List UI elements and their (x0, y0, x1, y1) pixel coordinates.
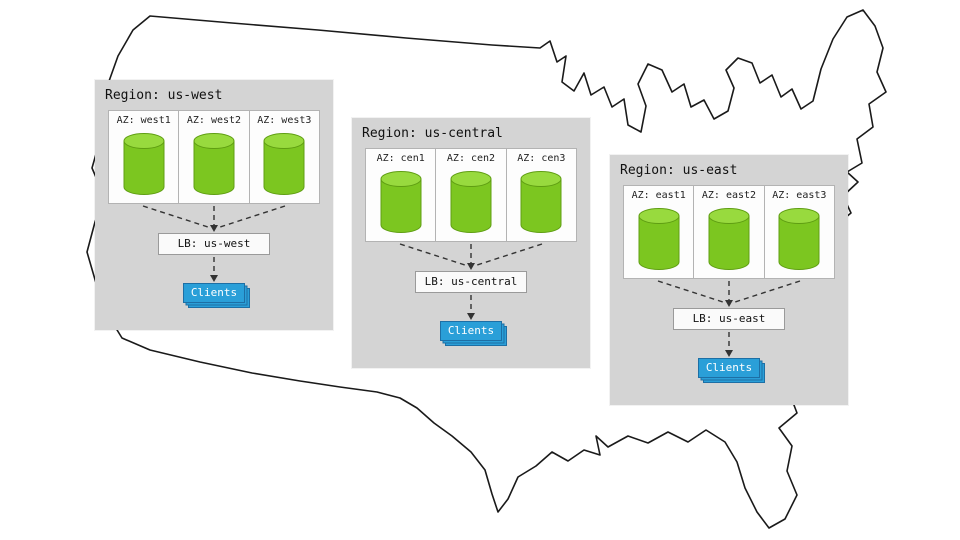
az-label: AZ: east3 (772, 190, 827, 201)
az-box-east1: AZ: east1 (623, 185, 695, 279)
az-box-west1: AZ: west1 (108, 110, 180, 204)
az-box-cen3: AZ: cen3 (505, 148, 577, 242)
az-box-west3: AZ: west3 (248, 110, 320, 204)
az-box-cen1: AZ: cen1 (365, 148, 437, 242)
az-box-west2: AZ: west2 (178, 110, 250, 204)
az-box-east2: AZ: east2 (693, 185, 765, 279)
clients-box: Clients (440, 321, 507, 346)
clients-box: Clients (183, 283, 250, 308)
region-panel-us-west: Region: us-west AZ: west1 AZ: west2 AZ: … (95, 80, 333, 330)
connector-lines (399, 243, 543, 320)
az-label: AZ: cen3 (517, 153, 566, 164)
region-panel-us-east: Region: us-east AZ: east1 AZ: east2 AZ: … (610, 155, 848, 405)
connector-lines (657, 280, 801, 357)
connector-lines (142, 205, 286, 282)
load-balancer-box: LB: us-east (673, 308, 785, 330)
az-label: AZ: east2 (701, 190, 757, 201)
load-balancer-box: LB: us-west (158, 233, 270, 255)
region-title: Region: us-east (620, 163, 738, 178)
clients-box: Clients (698, 358, 765, 383)
az-row: AZ: east1 AZ: east2 AZ: east3 (623, 185, 835, 279)
load-balancer-box: LB: us-central (415, 271, 527, 293)
az-label: AZ: west3 (257, 115, 312, 126)
clients-label: Clients (183, 283, 245, 303)
az-row: AZ: west1 AZ: west2 AZ: west3 (108, 110, 320, 204)
az-label: AZ: west2 (186, 115, 242, 126)
region-title: Region: us-central (362, 126, 503, 141)
region-panel-us-central: Region: us-central AZ: cen1 AZ: cen2 AZ:… (352, 118, 590, 368)
region-title: Region: us-west (105, 88, 223, 103)
az-label: AZ: west1 (116, 115, 171, 126)
az-label: AZ: cen1 (376, 153, 425, 164)
az-row: AZ: cen1 AZ: cen2 AZ: cen3 (365, 148, 577, 242)
az-box-east3: AZ: east3 (763, 185, 835, 279)
clients-label: Clients (698, 358, 760, 378)
az-label: AZ: cen2 (446, 153, 496, 164)
az-label: AZ: east1 (631, 190, 686, 201)
clients-label: Clients (440, 321, 502, 341)
